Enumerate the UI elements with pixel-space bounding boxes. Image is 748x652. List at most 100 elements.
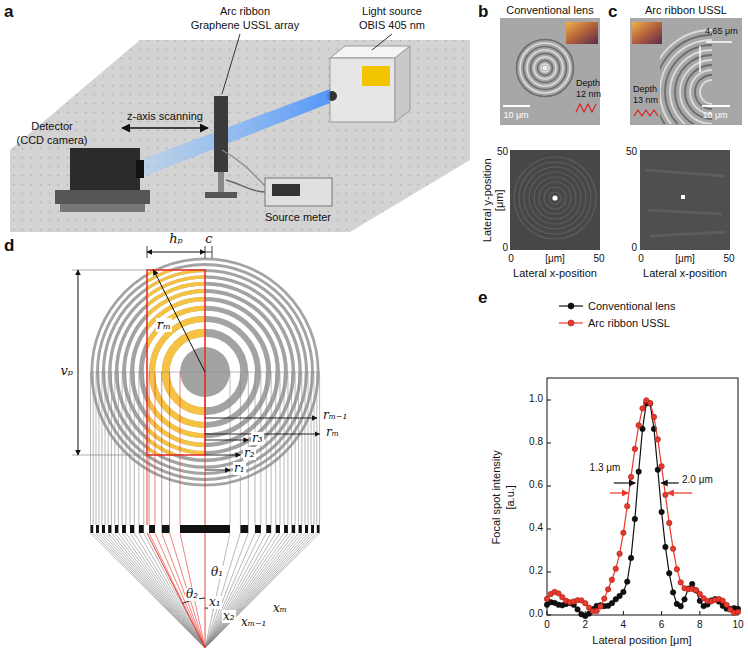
projection-line xyxy=(147,455,148,525)
projection-line xyxy=(230,372,231,525)
data-point xyxy=(625,503,630,508)
math-symbol: rₘ₋₁ xyxy=(322,409,348,422)
label: [μm] xyxy=(675,253,695,265)
data-point xyxy=(663,544,668,549)
projection-line xyxy=(305,372,306,525)
legend-marker xyxy=(568,303,574,309)
math-symbol: r₁ xyxy=(233,462,246,475)
data-point xyxy=(647,401,652,406)
axis-title: Lateral y-position xyxy=(481,158,494,242)
projection-line xyxy=(301,372,302,525)
projection-line xyxy=(275,372,276,525)
math-symbol: θ₁ xyxy=(210,566,224,579)
data-point xyxy=(667,520,672,525)
arc-ribbon xyxy=(695,75,712,109)
projection-line xyxy=(240,372,241,525)
dimension-mark xyxy=(706,41,732,43)
ribbon-bar xyxy=(317,525,320,533)
focusing-ray xyxy=(205,533,299,648)
data-point xyxy=(663,492,668,497)
focusing-ray xyxy=(205,533,320,648)
focusing-ray xyxy=(105,533,205,648)
panel-letter: e xyxy=(478,288,487,308)
projection-line xyxy=(280,372,281,525)
focal-ring xyxy=(524,167,586,229)
axis-tick xyxy=(547,611,548,615)
label: 0 xyxy=(631,242,637,254)
axis-title: Focal spot intensity xyxy=(490,450,503,544)
lens-ring xyxy=(534,57,556,79)
projection-line xyxy=(313,372,314,525)
label: 50 xyxy=(497,146,508,158)
focusing-ray xyxy=(126,533,205,648)
lens-ring xyxy=(527,50,563,86)
arc-ribbon xyxy=(660,30,712,124)
data-point xyxy=(678,580,683,585)
data-point xyxy=(670,546,675,551)
z-stage xyxy=(55,190,150,204)
focusing-ray xyxy=(205,533,248,648)
ribbon-bar xyxy=(255,525,261,533)
projection-line xyxy=(105,372,106,525)
math-symbol: xₘ₋₁ xyxy=(240,616,267,629)
data-point xyxy=(655,437,660,442)
label: 0 xyxy=(638,253,644,265)
projection-line xyxy=(130,372,131,525)
ribbon-bar xyxy=(240,525,248,533)
focusing-ray xyxy=(170,533,205,648)
label: 0.4 xyxy=(529,522,543,534)
data-point xyxy=(636,469,641,474)
focusing-ray xyxy=(144,533,205,648)
ribbon-bar xyxy=(130,525,134,533)
projection-line xyxy=(169,372,170,525)
ribbon-bar xyxy=(180,525,230,533)
focusing-ray xyxy=(205,533,305,648)
data-point xyxy=(647,401,652,406)
dimension-line xyxy=(205,252,212,253)
arc-ribbon xyxy=(690,70,712,114)
data-point xyxy=(674,566,679,571)
projection-line xyxy=(291,372,292,525)
label: Light source xyxy=(362,5,422,18)
lens-ring xyxy=(541,64,549,72)
math-symbol: x₁ xyxy=(208,596,222,609)
panel-letter: a xyxy=(4,2,13,22)
wire xyxy=(222,150,265,186)
data-point xyxy=(621,530,626,535)
projection-line xyxy=(298,372,299,525)
projection-line xyxy=(316,372,317,525)
data-point xyxy=(640,406,645,411)
focusing-ray xyxy=(205,533,284,648)
projection-line xyxy=(295,372,296,525)
afm-inset xyxy=(632,22,662,44)
projection-line xyxy=(93,372,94,525)
focusing-ray xyxy=(205,533,295,648)
projection-line xyxy=(271,372,272,525)
label: Arc ribbon USSL xyxy=(645,4,727,17)
source-meter xyxy=(265,178,332,206)
ussl-holder xyxy=(214,96,228,172)
panel-letter: b xyxy=(478,2,488,22)
panel-letter: c xyxy=(608,2,617,22)
focusing-ray xyxy=(205,533,276,648)
optical-setup xyxy=(10,34,470,232)
projection-line xyxy=(260,372,261,525)
projection-line xyxy=(108,372,109,525)
data-point xyxy=(632,446,637,451)
focal-ring xyxy=(544,187,566,209)
projection-line xyxy=(98,372,99,525)
focusing-ray xyxy=(205,533,308,648)
math-symbol: xₘ xyxy=(272,602,288,615)
label: 8 xyxy=(697,619,703,631)
label: 50 xyxy=(723,253,734,265)
projection-line xyxy=(284,372,285,525)
focusing-ray xyxy=(205,533,280,648)
focal-image xyxy=(510,150,600,250)
dimension-line xyxy=(147,252,205,253)
laser-sticker xyxy=(362,66,390,86)
math-symbol: r₂ xyxy=(243,447,256,460)
laser-beam xyxy=(140,89,330,178)
projection-line xyxy=(311,372,312,525)
label: Arc ribbon xyxy=(220,5,270,18)
ribbon-bar xyxy=(266,525,271,533)
